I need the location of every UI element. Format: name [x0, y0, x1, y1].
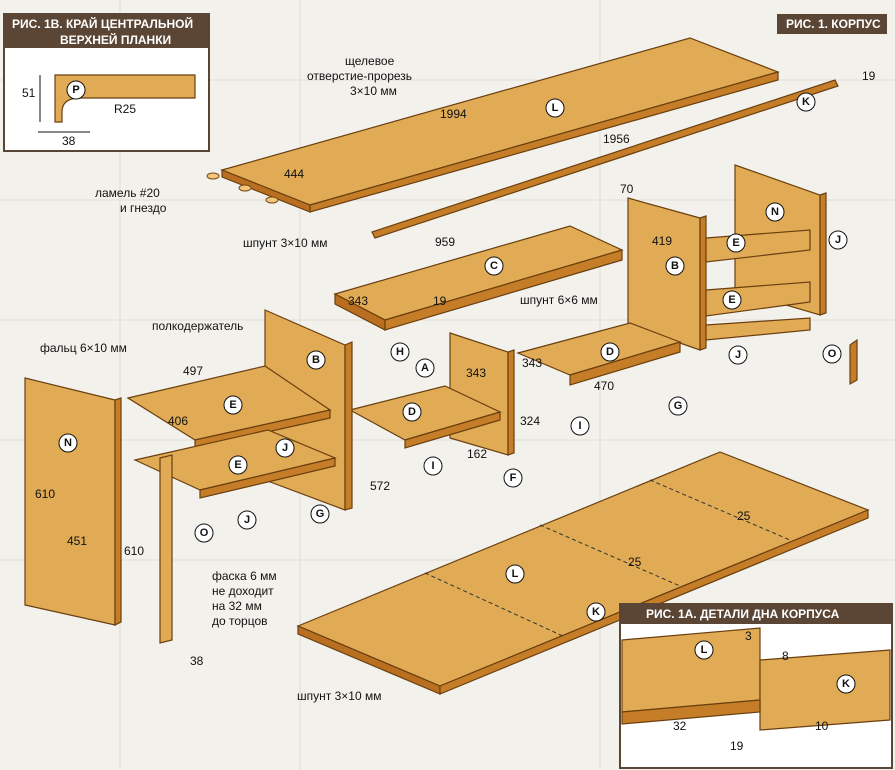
- part-d-right-label: D: [606, 346, 614, 358]
- chamfer-label-line2: не доходит: [212, 584, 274, 598]
- part-g-left-label: G: [316, 508, 325, 520]
- part-h-label: H: [396, 346, 404, 358]
- part-p-marker: [66, 80, 86, 100]
- part-f-label: F: [510, 472, 517, 484]
- shelf-support-label: полкодержатель: [152, 319, 243, 333]
- shelf-d-left: D: [348, 385, 502, 449]
- part-l-inset-label: L: [701, 644, 708, 656]
- fig1b-inset: РИС. 1B. КРАЙ ЦЕНТРАЛЬНОЙ ВЕРХНЕЙ ПЛАНКИ…: [3, 13, 210, 152]
- part-e-right2-label: E: [728, 294, 735, 306]
- dim-70: 70: [620, 182, 634, 196]
- dim-25-mid: 25: [628, 555, 642, 569]
- strip-k-top: K: [371, 79, 839, 239]
- shelves-e-left: E E J J: [126, 365, 337, 530]
- dim-406: 406: [168, 414, 188, 428]
- chamfer-label-line1: фаска 6 мм: [212, 569, 277, 583]
- dim-19-inset: 19: [730, 739, 744, 753]
- fig1b-title-line1: РИС. 1B. КРАЙ ЦЕНТРАЛЬНОЙ: [12, 16, 193, 31]
- dim-343-a: 343: [466, 366, 486, 380]
- part-e-left2-label: E: [234, 459, 241, 471]
- fig1a-title-text: РИС. 1А. ДЕТАЛИ ДНА КОРПУСА: [646, 607, 840, 621]
- part-k-bottom-label: K: [592, 606, 600, 618]
- shelf-c: C: [333, 225, 624, 331]
- strip-o-right: O: [822, 338, 858, 386]
- part-b-right-label: B: [671, 260, 679, 272]
- end-panel-n-left: N: [24, 377, 122, 626]
- shelf-d-right: D: [516, 322, 682, 386]
- rabbet-label: фальц 6×10 мм: [40, 341, 127, 355]
- dim-8: 8: [782, 649, 789, 663]
- part-i-left-label: I: [431, 460, 434, 472]
- dim-25-right: 25: [737, 509, 751, 523]
- dim-r25: R25: [114, 102, 136, 116]
- fig1a-inset: РИС. 1А. ДЕТАЛИ ДНА КОРПУСА L K: [619, 603, 893, 769]
- dim-1956: 1956: [603, 132, 630, 146]
- fig1b-title-line2: ВЕРХНЕЙ ПЛАНКИ: [60, 32, 171, 47]
- dim-162: 162: [467, 447, 487, 461]
- side-panel-b-right: B: [627, 197, 707, 351]
- part-n-left-label: N: [64, 437, 72, 449]
- dim-470: 470: [594, 379, 614, 393]
- spline-label-mid: шпунт 6×6 мм: [520, 293, 598, 307]
- dim-324: 324: [520, 414, 540, 428]
- fig1-title-text: РИС. 1. КОРПУС: [786, 17, 881, 31]
- part-g-right-label: G: [674, 400, 683, 412]
- dim-19-top: 19: [862, 69, 876, 83]
- part-b-left-label: B: [312, 354, 320, 366]
- dim-38-o: 38: [190, 654, 204, 668]
- dim-451: 451: [67, 534, 87, 548]
- shelves-e-right: E E J J: [705, 229, 848, 365]
- fig1-title: РИС. 1. КОРПУС: [777, 14, 887, 34]
- part-i-right-label: I: [578, 420, 581, 432]
- slot-label-line1: щелевое: [345, 54, 395, 68]
- dim-1994: 1994: [440, 107, 467, 121]
- dim-444: 444: [284, 167, 304, 181]
- part-l-top-label: L: [552, 102, 559, 114]
- dim-343-c: 343: [348, 294, 368, 308]
- lamella-label-line1: ламель #20: [95, 186, 160, 200]
- lamella-label-line2: и гнездо: [120, 201, 167, 215]
- post-o-left: O: [159, 454, 214, 644]
- dim-343-d: 343: [522, 356, 542, 370]
- dim-10: 10: [815, 719, 829, 733]
- dim-497: 497: [183, 364, 203, 378]
- dim-610-o: 610: [124, 544, 144, 558]
- part-c-label: C: [490, 260, 498, 272]
- part-o-right-label: O: [828, 348, 837, 360]
- dim-572: 572: [370, 479, 390, 493]
- part-d-left-label: D: [408, 406, 416, 418]
- chamfer-label-line3: на 32 мм: [212, 599, 262, 613]
- part-j-left1-label: J: [282, 442, 288, 454]
- part-k-top-label: K: [802, 96, 810, 108]
- spline-label-bottom: шпунт 3×10 мм: [297, 689, 381, 703]
- part-j-right2-label: J: [735, 349, 741, 361]
- slot-label-line3: 3×10 мм: [350, 84, 397, 98]
- dim-959: 959: [435, 235, 455, 249]
- dim-610-n: 610: [35, 487, 55, 501]
- part-j-right1-label: J: [835, 234, 841, 246]
- dim-32: 32: [673, 719, 687, 733]
- part-p-label: P: [72, 84, 79, 96]
- part-e-right1-label: E: [732, 237, 739, 249]
- dim-51: 51: [22, 86, 36, 100]
- dim-3: 3: [745, 629, 752, 643]
- part-n-right-label: N: [771, 206, 779, 218]
- part-o-left-label: O: [200, 527, 209, 539]
- dim-19-c: 19: [433, 294, 447, 308]
- slot-label-line2: отверстие-прорезь: [307, 69, 412, 83]
- dim-419: 419: [652, 234, 672, 248]
- dim-38-inset: 38: [62, 134, 76, 148]
- part-j-left2-label: J: [244, 514, 250, 526]
- top-panel-l: L: [220, 37, 780, 213]
- part-k-inset-label: K: [842, 678, 850, 690]
- top-rail-profile: [54, 74, 196, 123]
- chamfer-label-line4: до торцов: [212, 614, 268, 628]
- spline-label-top: шпунт 3×10 мм: [243, 236, 327, 250]
- bottom-panel-l: L K: [296, 451, 870, 695]
- part-a-label: A: [421, 362, 429, 374]
- part-e-left1-label: E: [229, 399, 236, 411]
- part-l-bottom-label: L: [512, 568, 519, 580]
